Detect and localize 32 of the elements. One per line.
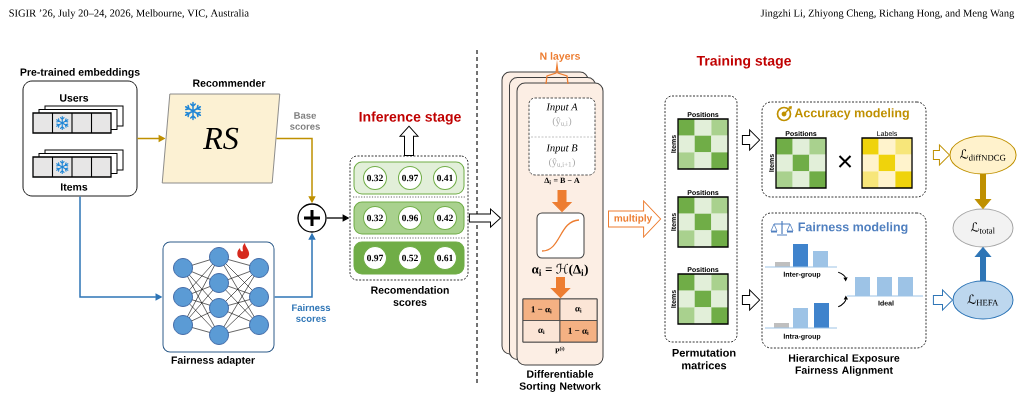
recommender-box: RS — [161, 93, 281, 184]
page-header: SIGIR ’26, July 20–24, 2026, Melbourne, VIC, Australia — [9, 9, 249, 19]
plus-circle — [297, 203, 327, 233]
node-label: Hierarchical Exposure Fairness Alignment — [789, 354, 900, 376]
page-header: Jingzhi Li, Zhiyong Cheng, Richang Hong, and Meng Wang — [760, 9, 1015, 19]
panel-title: Fairness modeling — [798, 222, 908, 234]
block-arrow — [975, 247, 991, 281]
multiply-sign: × — [838, 155, 852, 168]
panel-title: Accuracy modeling — [794, 108, 909, 120]
stage-title: Inference stage — [359, 111, 461, 125]
hollow-arrow — [741, 289, 761, 311]
node-label: Recomendation scores — [371, 286, 449, 306]
stage-title: Training stage — [696, 55, 791, 69]
row-label: Items — [61, 183, 88, 191]
node-label: Differentiable Sorting Network — [519, 370, 601, 392]
edge-label: Base scores — [290, 112, 320, 130]
hollow-arrow — [468, 208, 501, 228]
hollow-arrow — [932, 144, 950, 166]
row-label: Users — [60, 94, 89, 102]
node-label: Permutation matrices — [672, 348, 736, 370]
block-arrow — [975, 174, 991, 209]
node-label: Fairness adapter — [171, 356, 255, 366]
arrow — [837, 296, 848, 308]
hollow-arrow — [932, 289, 953, 311]
arrow — [837, 271, 848, 281]
hollow-arrow — [399, 125, 419, 157]
heading: Pre-trained embeddings — [20, 68, 140, 78]
edge-label: multiply — [613, 214, 653, 224]
layer-count: N layers — [540, 52, 580, 62]
edge-label: Fairness scores — [292, 304, 331, 322]
hollow-arrow — [741, 129, 761, 151]
heading: Recommender — [193, 79, 266, 87]
